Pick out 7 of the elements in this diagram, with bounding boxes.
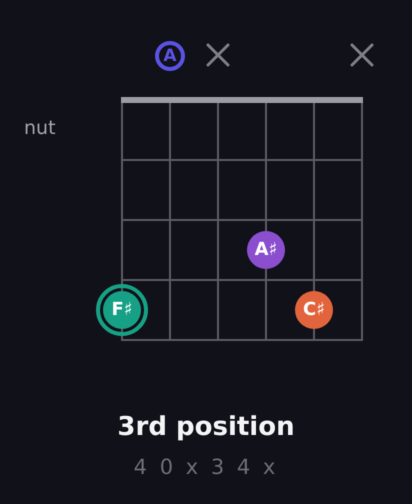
finger-dot: A♯ [247,231,285,269]
position-title: 3rd position [117,412,295,442]
fingering-code: 4 0 x 3 4 x [134,455,278,479]
finger-dot: C♯ [295,291,333,329]
nut-label: nut [24,117,56,139]
open-string-marker: A [155,41,185,71]
root-finger-dot: F♯ [96,284,148,336]
